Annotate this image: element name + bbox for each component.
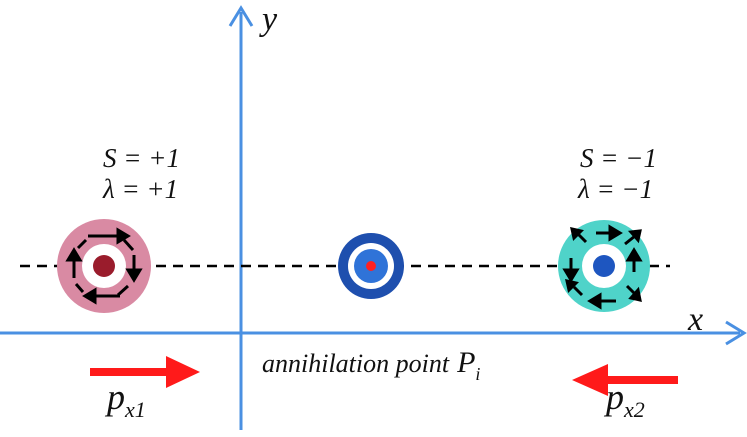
right-particle [558,220,650,312]
left-momentum-arrow [90,356,200,388]
annihilation-symbol-sub: i [475,364,480,384]
left-momentum-label: px1 [104,377,146,422]
right-momentum-subscript: x2 [623,397,645,422]
left-momentum-subscript: x1 [124,397,146,422]
right-momentum-label: px2 [603,377,645,422]
x-axis-label: x [687,301,703,338]
right-momentum-base: p [603,377,624,417]
annihilation-symbol: P [456,346,475,379]
right-particle-counterclockwise-arrows [562,224,643,310]
center-particle [338,233,404,299]
left-helicity-label: λ = +1 [102,174,178,204]
x-axis-arrowhead [725,320,747,346]
right-spin-label: S = −1 [580,143,657,173]
center-particle-dot [366,261,376,271]
annihilation-text: annihilation point [262,349,450,378]
right-particle-core [593,255,615,277]
right-helicity-label: λ = −1 [577,174,653,204]
left-spin-label: S = +1 [103,143,180,173]
right-momentum-arrow [572,364,678,396]
y-axis-arrowhead [228,5,254,27]
left-momentum-base: p [104,377,125,417]
left-particle-core [93,255,115,277]
y-axis-label: y [259,1,278,38]
left-particle [57,219,151,313]
left-particle-clockwise-arrows [65,227,143,305]
